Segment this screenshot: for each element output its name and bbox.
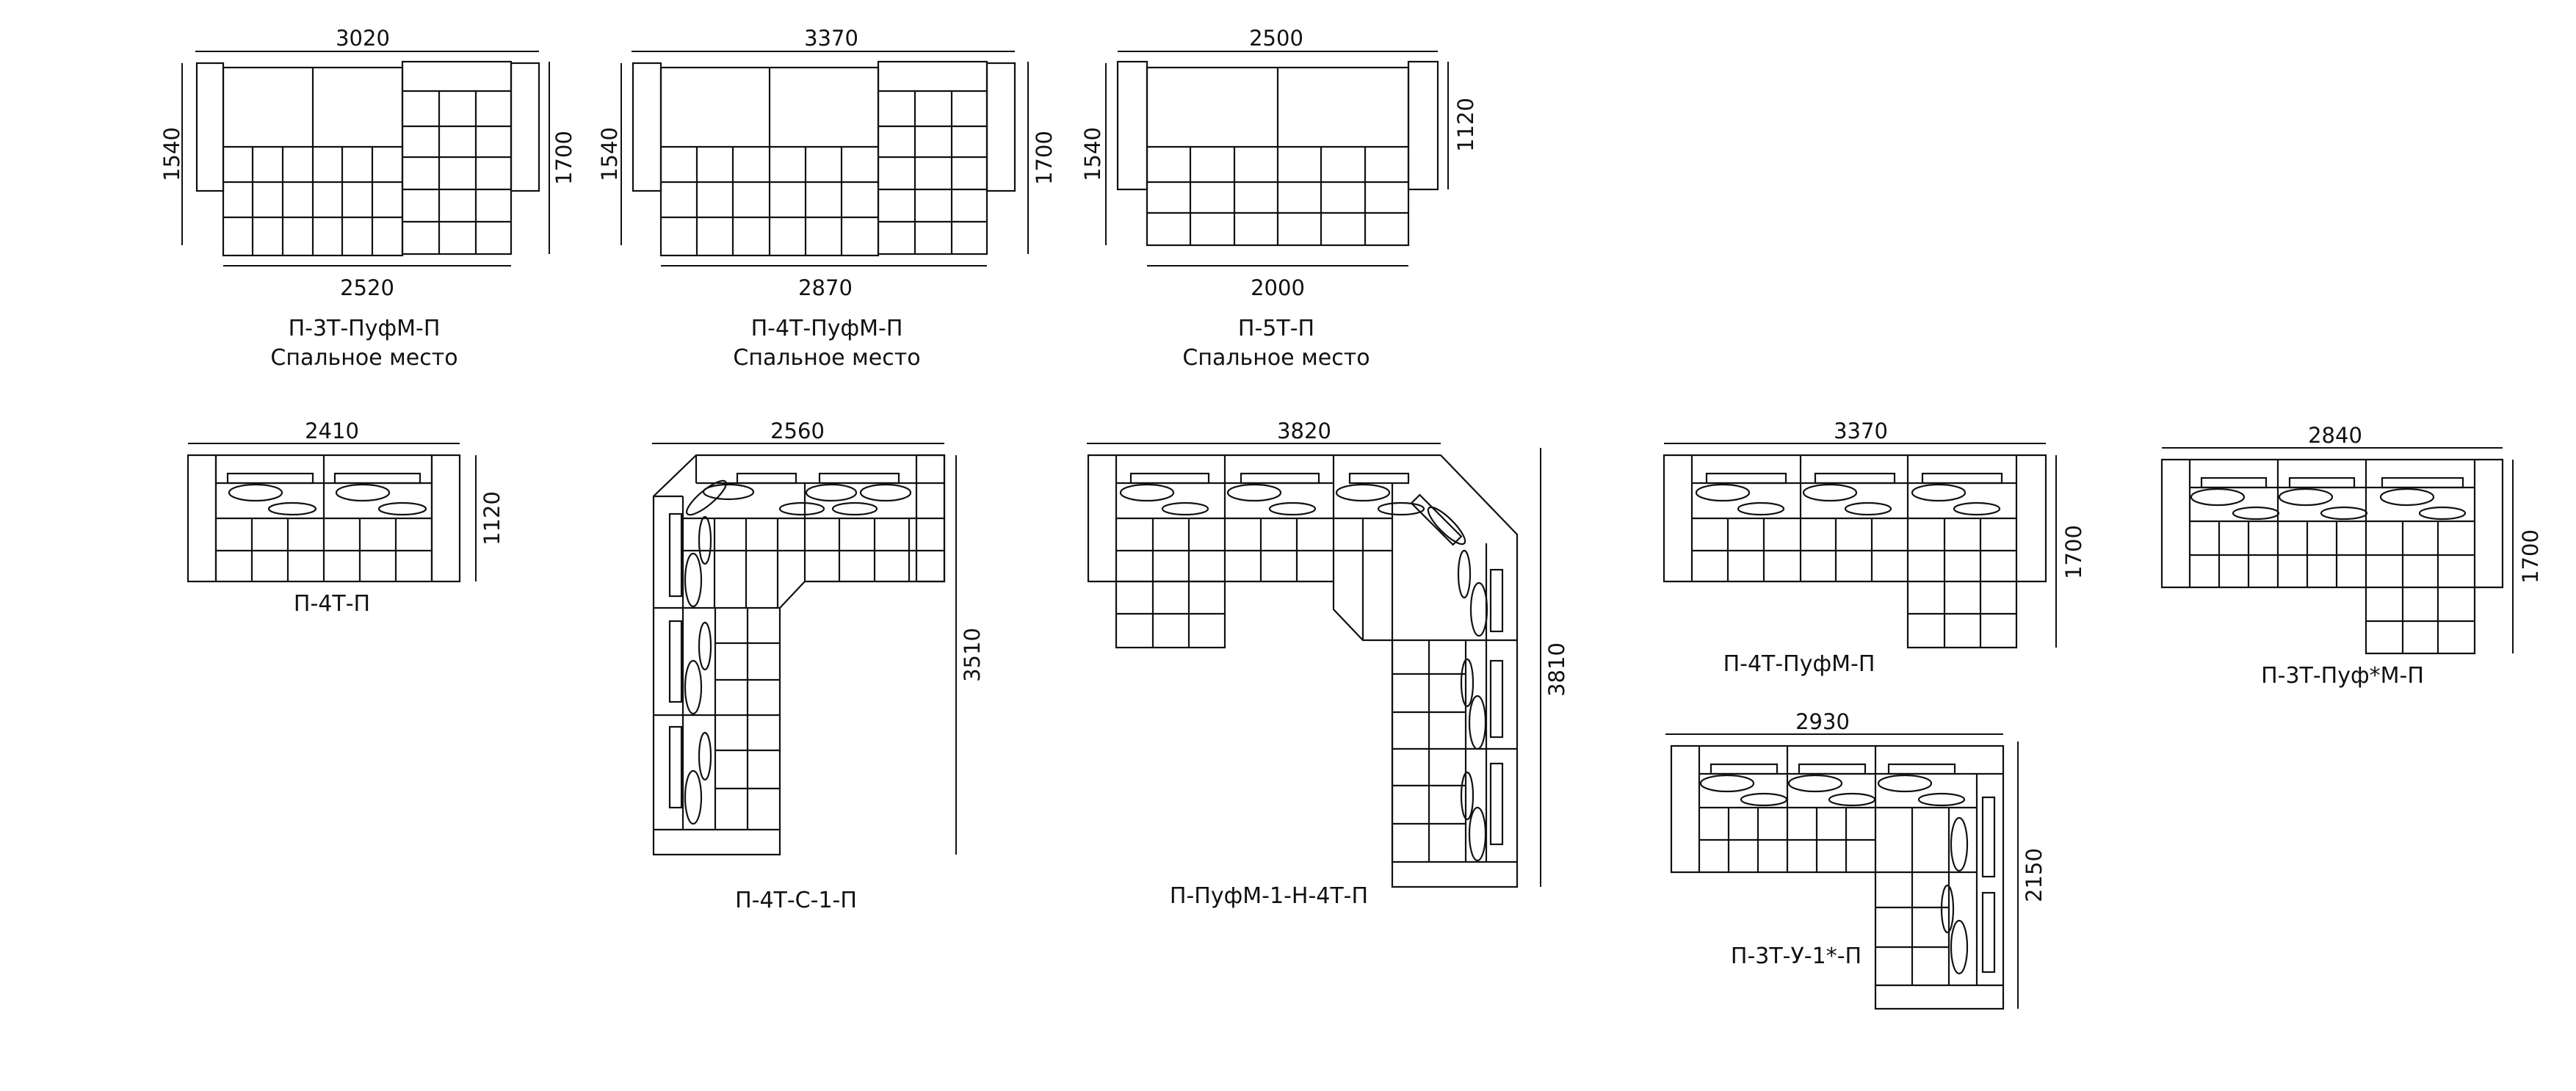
dim-depth-right: 3810 (1544, 642, 1569, 697)
dim-depth-right: 1700 (2518, 529, 2543, 584)
model-name: П-4Т-П (294, 591, 370, 617)
sofa-plan (1670, 744, 2005, 1010)
model-name: П-4Т-ПуфМ-П (751, 316, 903, 341)
sofa-plan (195, 60, 540, 257)
dim-depth-right: 1120 (1453, 98, 1478, 152)
dim-depth-left: 1540 (159, 127, 184, 181)
dim-width-top: 2560 (770, 418, 825, 443)
sofa-plan (187, 454, 461, 583)
model-name: П-3Т-ПуфМ-П (289, 316, 441, 341)
sofa-plan (652, 454, 946, 856)
model-note: Спальное место (270, 345, 457, 371)
model-note: Спальное место (1182, 345, 1370, 371)
dim-width-top: 3020 (336, 26, 390, 51)
dim-width-bottom: 2870 (798, 275, 853, 300)
sofa-plan (1663, 454, 2047, 649)
model-5-p-4t-s-1-p: 2560 3510 П-4Т-С-1-П (652, 418, 985, 913)
dim-depth-right: 3510 (960, 628, 985, 682)
sofa-plan (1087, 454, 1519, 888)
model-4-p-4t-p: 2410 1120 П-4Т-П (187, 418, 504, 617)
dim-depth-left: 1540 (597, 127, 622, 181)
model-name: П-ПуфМ-1-Н-4Т-П (1170, 883, 1368, 909)
dim-depth-right: 1700 (551, 131, 576, 185)
dim-depth-right: 2150 (2022, 848, 2047, 902)
model-1-p-3t-pufm-p: 3020 2520 1540 1700 П-3Т-ПуфМ-П Спальное… (159, 26, 576, 371)
dim-width-top: 3370 (804, 26, 858, 51)
model-8-p-3t-puf-m-p: 2840 1700 П-3Т-Пуф*М-П (2160, 423, 2543, 689)
dim-width-top: 3370 (1834, 418, 1888, 443)
model-2-p-4t-pufm-p: 3370 2870 1540 1700 П-4Т-ПуфМ-П Спальное… (597, 26, 1057, 371)
model-9-p-3t-u-1-p: 2930 2150 П-3Т-У-1*-П (1665, 709, 2047, 1010)
model-7-p-4t-pufm-p-corner: 3370 1700 П-4Т-ПуфМ-П (1663, 418, 2086, 677)
dim-width-top: 2840 (2308, 423, 2362, 448)
dim-width-bottom: 2520 (340, 275, 394, 300)
model-6-p-pufm-1-n-4t-p: 3820 3810 П-ПуфМ-1-Н-4Т-П (1087, 418, 1569, 909)
dim-width-top: 3820 (1277, 418, 1331, 443)
dim-depth-right: 1700 (2061, 525, 2086, 579)
dim-width-top: 2410 (305, 418, 359, 443)
sofa-plan (2160, 458, 2504, 655)
dim-depth-right: 1700 (1032, 131, 1057, 185)
model-3-p-5t-p: 2500 2000 1540 1120 П-5Т-П Спальное мест… (1080, 26, 1478, 371)
dim-width-top: 2930 (1795, 709, 1850, 734)
sofa-plan (1116, 60, 1439, 247)
dim-depth-left: 1540 (1080, 127, 1105, 181)
sofa-plan (632, 60, 1016, 257)
dim-depth-right: 1120 (480, 491, 504, 546)
model-name: П-5Т-П (1238, 316, 1314, 341)
dim-width-top: 2500 (1249, 26, 1303, 51)
model-note: Спальное место (733, 345, 920, 371)
model-name: П-4Т-ПуфМ-П (1723, 651, 1875, 677)
dim-width-bottom: 2000 (1251, 275, 1305, 300)
model-name: П-3Т-Пуф*М-П (2261, 663, 2424, 689)
model-name: П-4Т-С-1-П (735, 888, 857, 913)
model-name: П-3Т-У-1*-П (1731, 943, 1862, 969)
